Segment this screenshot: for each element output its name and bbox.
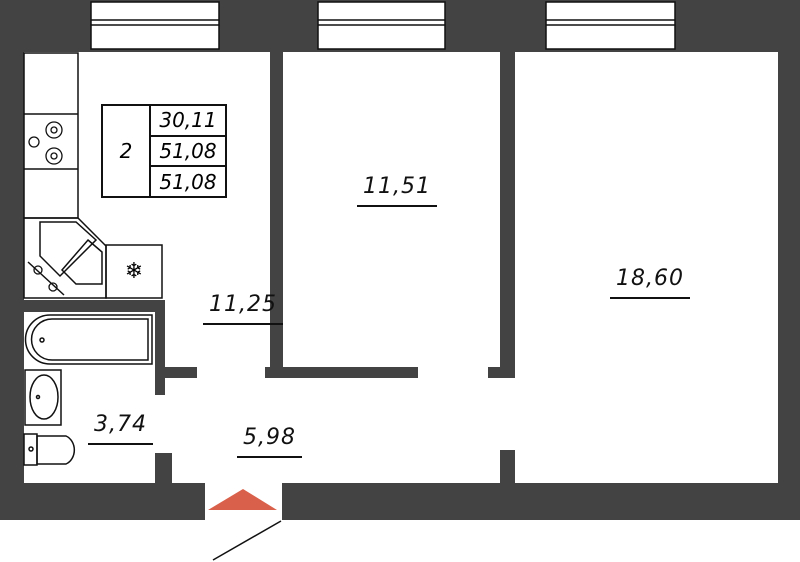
kitchen-area-label: 11,25 <box>203 292 283 325</box>
entrance-arrow-icon <box>208 489 277 510</box>
stove-icon <box>28 121 63 292</box>
total-area: 51,08 <box>151 137 225 168</box>
living-room-area-label: 18,60 <box>610 266 690 299</box>
bedroom-area-label: 11,51 <box>357 174 437 207</box>
fridge-snowflake-icon: ❄ <box>125 259 143 284</box>
kitchen-counter <box>23 52 163 299</box>
total-area-with-balcony: 51,08 <box>159 169 217 194</box>
room-count: 2 <box>103 106 151 196</box>
living-area: 30,11 <box>151 106 225 137</box>
bathroom-fixtures <box>23 314 153 466</box>
entrance-door[interactable] <box>212 520 282 561</box>
hallway-area-label: 5,98 <box>237 425 302 458</box>
windows <box>90 1 676 50</box>
apartment-summary-table: 2 30,11 51,08 51,08 <box>101 104 227 198</box>
bathroom-area-label: 3,74 <box>88 412 153 445</box>
